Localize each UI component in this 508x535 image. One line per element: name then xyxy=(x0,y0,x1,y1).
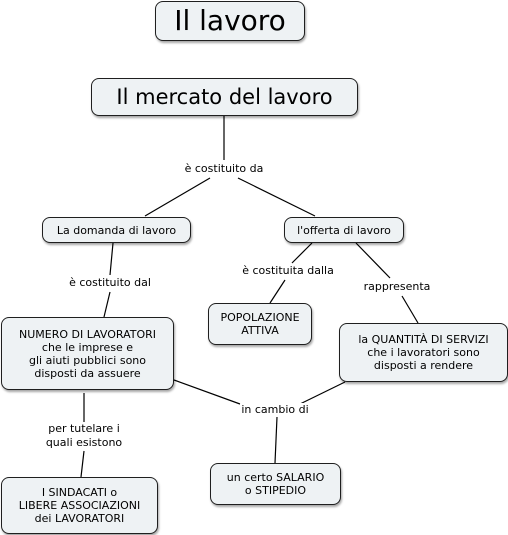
label-costituito-da: è costituito da xyxy=(183,162,265,176)
mercato-node[interactable]: Il mercato del lavoro xyxy=(91,78,358,116)
popolazione-node[interactable]: POPOLAZIONE ATTIVA xyxy=(208,303,312,345)
label-per-tutelare: per tutelare i quali esistono xyxy=(44,422,124,450)
edge-costituito-offerta xyxy=(237,177,316,217)
edge-numero-incambio xyxy=(173,379,241,405)
title-node[interactable]: Il lavoro xyxy=(155,1,305,41)
edge-offerta-costituita xyxy=(291,242,313,264)
edge-domanda-label xyxy=(109,242,114,276)
edge-quantita-incambio xyxy=(299,381,346,405)
offerta-node[interactable]: l'offerta di lavoro xyxy=(284,217,404,243)
label-costituita-dalla: è costituita dalla xyxy=(241,264,335,278)
label-rappresenta: rappresenta xyxy=(362,280,432,294)
label-costituito-dal: è costituito dal xyxy=(68,276,152,290)
edge-label-numero xyxy=(103,291,111,318)
edge-pertutelare-sindacati xyxy=(80,450,85,478)
numero-node[interactable]: NUMERO DI LAVORATORI che le imprese e gl… xyxy=(1,317,174,390)
edge-rappresenta-quantita xyxy=(401,295,419,324)
salario-node[interactable]: un certo SALARIO o STIPEDIO xyxy=(210,463,341,505)
label-in-cambio-di: in cambio di xyxy=(240,403,310,417)
edge-incambio-salario xyxy=(274,416,278,464)
domanda-node[interactable]: La domanda di lavoro xyxy=(42,217,191,243)
edge-costituito-domanda xyxy=(144,177,211,217)
edge-costituita-popolazione xyxy=(269,279,286,304)
sindacati-node[interactable]: I SINDACATI o LIBERE ASSOCIAZIONI dei LA… xyxy=(1,477,158,534)
quantita-node[interactable]: la QUANTITÀ DI SERVIZI che i lavoratori … xyxy=(339,323,508,382)
edge-offerta-rappresenta xyxy=(355,242,391,279)
